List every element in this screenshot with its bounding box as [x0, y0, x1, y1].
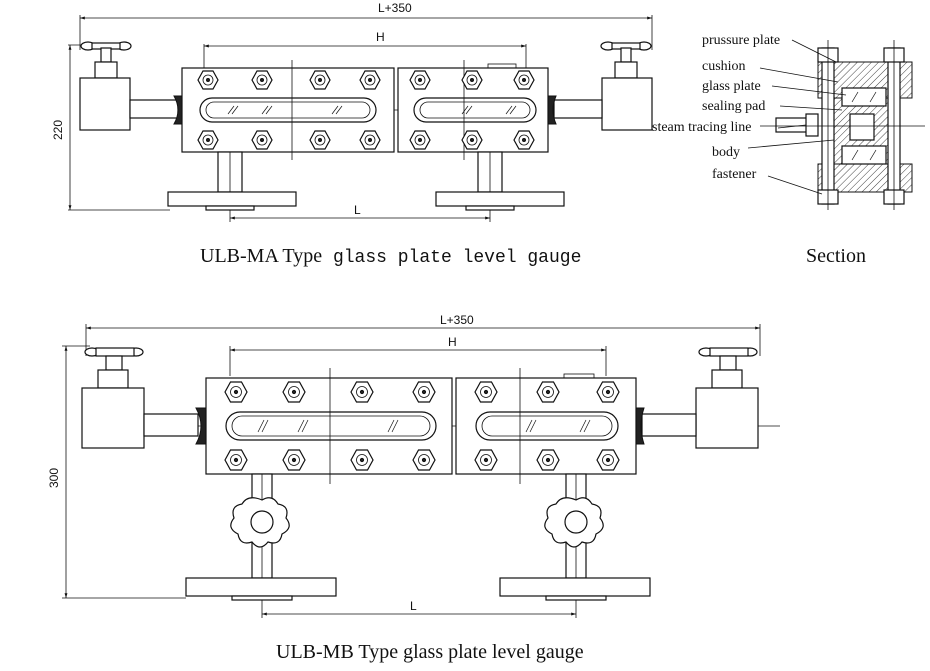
ma-dim-h: H: [376, 30, 385, 44]
ma-caption: ULB-MA Type glass plate level gauge: [200, 245, 581, 268]
section-view: prussure plate cushion glass plate seali…: [652, 33, 925, 267]
label-body: body: [712, 145, 740, 160]
ma-dim-height: 220: [51, 120, 65, 140]
label-fastener: fastener: [712, 167, 757, 182]
mb-left-valve: [81, 347, 207, 449]
label-steam-tracing-line: steam tracing line: [652, 120, 752, 135]
mb-dim-height: 300: [47, 468, 61, 488]
mb-dim-total: L+350: [440, 313, 474, 327]
mb-caption: ULB-MB Type glass plate level gauge: [276, 641, 584, 663]
label-prussure-plate: prussure plate: [702, 33, 780, 48]
section-caption: Section: [806, 245, 866, 267]
label-cushion: cushion: [702, 59, 746, 74]
mb-bolts: [224, 381, 620, 471]
ma-bolts: [197, 70, 535, 150]
label-sealing-pad: sealing pad: [702, 99, 765, 114]
label-glass-plate: glass plate: [702, 79, 761, 94]
ma-right-valve: [547, 41, 653, 131]
ulb-mb-view: L+350 H 300 L: [47, 313, 780, 663]
ma-dim-l: L: [354, 203, 361, 217]
ma-left-valve: [79, 41, 183, 131]
mb-right-valve: [635, 347, 759, 449]
mb-dim-h: H: [448, 335, 457, 349]
mb-dim-l: L: [410, 599, 417, 613]
ma-dim-total: L+350: [378, 1, 412, 15]
ulb-ma-view: L+350 H 220 L: [51, 1, 653, 268]
